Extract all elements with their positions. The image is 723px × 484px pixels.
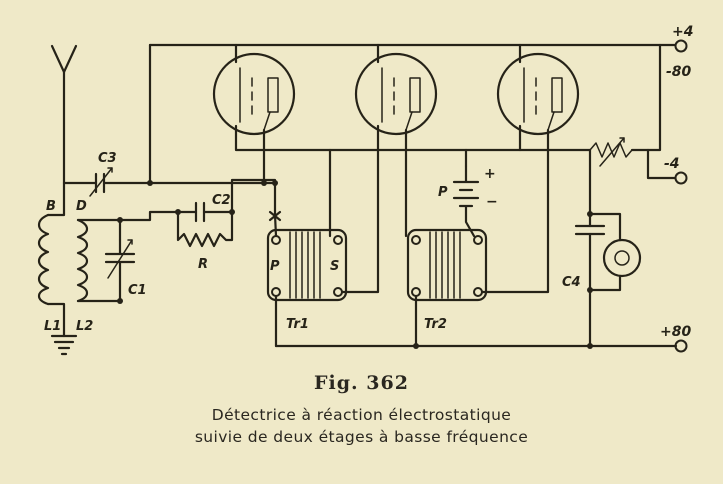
figure-title: Fig. 362 [314, 372, 409, 394]
terminal-plus4 [674, 39, 688, 53]
terminal-plus80 [674, 339, 688, 353]
label-l1: L1 [44, 319, 61, 334]
label-terminal-minus4: -4 [664, 156, 680, 172]
valve-lf2 [496, 52, 580, 136]
label-l2: L2 [76, 319, 93, 334]
label-battery-minus: − [486, 194, 498, 210]
valve-detector [212, 52, 296, 136]
rheostat-icon [589, 137, 633, 167]
label-terminal-minus80: -80 [666, 64, 692, 80]
transformer-tr1 [266, 228, 348, 302]
battery-p [452, 164, 480, 238]
label-s-tr1: S [330, 259, 339, 274]
ground-icon [50, 334, 78, 356]
label-r: R [198, 257, 208, 272]
coil-l1 [37, 213, 50, 306]
rail-filament [234, 124, 592, 152]
transformer-tr2 [406, 228, 488, 302]
valve-lf1 [354, 52, 438, 136]
label-p-battery: P [438, 185, 448, 200]
capacitor-c2 [194, 201, 206, 223]
label-tr2: Tr2 [424, 317, 447, 332]
capacitor-c4 [574, 224, 606, 236]
label-battery-plus: + [484, 166, 496, 182]
antenna-icon [50, 44, 78, 185]
label-tr1: Tr1 [286, 317, 309, 332]
label-p-tr1: P [270, 259, 280, 274]
capacitor-c3 [89, 167, 113, 197]
coil-l2 [76, 218, 89, 303]
label-b: B [46, 199, 56, 214]
terminal-minus4 [674, 171, 688, 185]
label-terminal-plus4: +4 [672, 24, 693, 40]
label-terminal-plus80: +80 [660, 324, 691, 340]
label-c2: C2 [212, 193, 231, 208]
label-c1: C1 [128, 283, 147, 298]
label-d: D [76, 199, 87, 214]
label-c4: C4 [562, 275, 581, 290]
headphones-icon [602, 238, 642, 278]
label-c3: C3 [98, 151, 117, 166]
figure-caption-line1: Détectrice à réaction électrostatique [211, 406, 512, 424]
capacitor-c1 [104, 238, 136, 303]
figure-caption-line2: suivie de deux étages à basse fréquence [194, 428, 529, 446]
circuit-diagram: B D C3 C2 R C1 L1 L2 P S Tr1 Tr2 P + − C… [37, 24, 693, 356]
resistor-r [176, 210, 234, 248]
